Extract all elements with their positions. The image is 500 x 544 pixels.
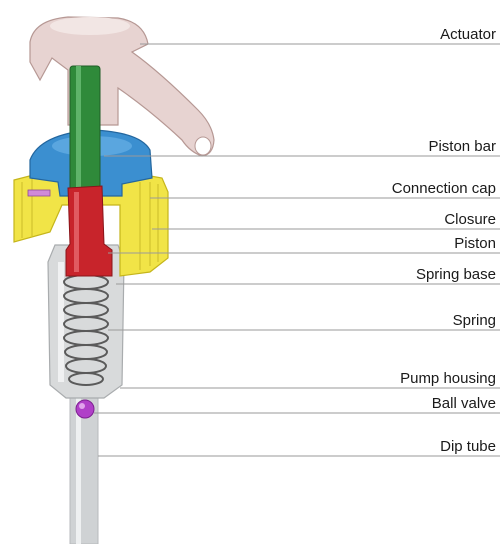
label-spring: Spring: [453, 312, 496, 329]
label-dip-tube: Dip tube: [440, 438, 496, 455]
piston-bar-shape: [70, 66, 100, 196]
closure-latch: [28, 190, 50, 196]
label-closure: Closure: [444, 211, 496, 228]
actuator-top: [50, 17, 130, 35]
pump-housing-highlight: [58, 262, 64, 382]
label-pump-housing: Pump housing: [400, 370, 496, 387]
piston-bar-highlight: [76, 66, 81, 196]
dip-tube-highlight: [76, 395, 81, 544]
label-piston: Piston: [454, 235, 496, 252]
label-ball-valve: Ball valve: [432, 395, 496, 412]
label-connection-cap: Connection cap: [392, 180, 496, 197]
label-piston-bar: Piston bar: [428, 138, 496, 155]
label-actuator: Actuator: [440, 26, 496, 43]
ball-valve-highlight: [79, 403, 85, 409]
piston-highlight: [74, 192, 79, 272]
ball-valve-shape: [76, 400, 94, 418]
actuator-nozzle: [195, 137, 211, 155]
label-spring-base: Spring base: [416, 266, 496, 283]
labels: Actuator Piston bar Connection cap Closu…: [392, 26, 496, 455]
